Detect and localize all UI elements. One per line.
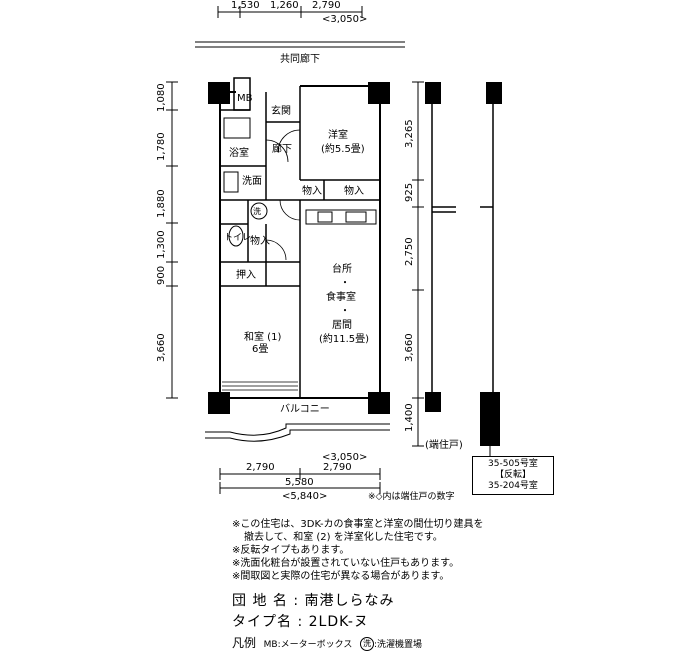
ldk-label-3: 食事室: [326, 290, 356, 303]
youshitsu-label: 洋室: [328, 128, 348, 141]
wash-basin: [223, 171, 239, 193]
type-row: タイプ名 : 2LDK-ヌ: [232, 611, 369, 631]
legend-title: 凡例: [232, 636, 257, 650]
note-5: ※間取図と実際の住宅が異なる場合があります。: [232, 571, 450, 582]
dim-left-6: 3,660: [156, 333, 167, 362]
oshiire-label: 押入: [236, 268, 256, 281]
unit-line-3: 35-204号室: [488, 481, 538, 491]
washer-symbol-icon: [250, 202, 268, 220]
bottom-dimension-lines: [219, 468, 381, 494]
balcony-rail: [205, 423, 390, 442]
danchi-value: 南港しらなみ: [304, 593, 395, 609]
column-right-2b: [480, 392, 500, 446]
type-label: タイプ名: [232, 614, 292, 630]
legend: 凡例 MB:メーターボックス 洗:洗濯機置場: [232, 634, 422, 651]
column-top-right: [368, 82, 390, 104]
dim-mid-3: 2,750: [404, 237, 415, 266]
dim-bottom-total: 5,580: [285, 477, 314, 488]
dim-left-5: 900: [156, 266, 167, 285]
dim-top-alt: <3,050>: [322, 14, 367, 25]
ldk-label-1: 台所: [332, 262, 352, 275]
column-bottom-right: [368, 392, 390, 414]
column-right-2a: [425, 392, 441, 412]
column-right-1b: [486, 82, 502, 104]
ldk-label-4: ・: [340, 306, 350, 317]
unit-line-1: 35-505号室: [488, 459, 538, 469]
monoire-3-label: 物入: [250, 234, 270, 247]
unit-line-2: 【反転】: [494, 470, 531, 480]
youshitsu-size: (約5.5畳): [321, 142, 365, 155]
floor-plan: 1,530 1,260 2,790 <3,050> 共同廊下 1,080 1,7…: [156, 0, 502, 502]
toilet-label: トイレ: [224, 233, 251, 243]
top-dimension-line: [217, 6, 363, 18]
yokushitsu-label: 浴室: [229, 146, 249, 159]
dim-left-2: 1,780: [156, 132, 167, 161]
mb-label: MB: [237, 93, 253, 104]
dim-left-1: 1,080: [156, 83, 167, 112]
legend-washer-icon: 洗: [360, 636, 374, 651]
washer-symbol-text: 洗: [253, 206, 261, 216]
rouka-label: 廊下: [272, 142, 292, 155]
dim-bottom-total-alt: <5,840>: [282, 491, 327, 502]
middle-dimension-line: [412, 81, 424, 447]
ldk-size: (約11.5畳): [319, 332, 369, 345]
dim-mid-5: 1,400: [404, 403, 415, 432]
kitchen-sink: [317, 211, 333, 223]
dim-mid-1: 3,265: [404, 119, 415, 148]
end-unit-label: (端住戸): [425, 438, 463, 451]
dim-top-3: 2,790: [312, 0, 341, 11]
legend-mb-item: MB:メーターボックス: [263, 640, 353, 650]
note-2: 撤去して、和室 (2) を洋室化した住宅です。: [244, 532, 443, 543]
type-sep: :: [297, 614, 304, 630]
tatami-lines: [222, 381, 298, 391]
note-3: ※反転タイプもあります。: [232, 545, 350, 556]
dim-top-2: 1,260: [270, 0, 299, 11]
monoire-2-label: 物入: [344, 184, 364, 197]
monoire-1-label: 物入: [302, 184, 322, 197]
column-right-1a: [425, 82, 441, 104]
end-unit-wall: [431, 82, 494, 398]
dim-bottom-2: 2,790: [323, 462, 352, 473]
kitchen-counter: [305, 209, 377, 225]
dim-bottom-alt: <3,050>: [322, 452, 367, 463]
column-bottom-left: [208, 392, 230, 414]
danchi-row: 団 地 名 : 南港しらなみ: [232, 590, 395, 610]
dim-left-3: 1,880: [156, 189, 167, 218]
dim-note: ※◇内は端住戸の数字: [368, 490, 454, 502]
senmen-label: 洗面: [242, 175, 262, 187]
unit-number-box: 35-505号室 【反転】 35-204号室: [472, 456, 554, 495]
dim-left-4: 1,300: [156, 230, 167, 259]
dim-top-1: 1,530: [231, 0, 260, 11]
corridor-label: 共同廊下: [280, 52, 320, 65]
washitsu-size: 6畳: [252, 343, 268, 355]
balcony-label: バルコニー: [280, 403, 330, 415]
ldk-label-5: 居間: [332, 319, 352, 331]
danchi-label: 団 地 名: [232, 593, 288, 609]
dim-bottom-1: 2,790: [246, 462, 275, 473]
dim-mid-4: 3,660: [404, 333, 415, 362]
genkan-label: 玄関: [271, 104, 291, 117]
door-swings: [265, 129, 301, 261]
note-4: ※洗面化粧台が設置されていない住戸もあります。: [232, 558, 460, 569]
danchi-sep: :: [293, 593, 300, 609]
interior-walls: [220, 77, 380, 398]
toilet-fixture: [228, 225, 244, 247]
note-1: ※この住宅は、3DK-カの食事室と洋室の間仕切り建具を: [232, 519, 484, 530]
bathtub: [223, 117, 251, 139]
kitchen-stove: [345, 211, 367, 223]
dim-mid-2: 925: [404, 183, 415, 202]
common-corridor-lines: [195, 41, 405, 48]
type-value: 2LDK-ヌ: [308, 614, 369, 630]
left-dimension-line: [166, 81, 178, 399]
column-top-left: [208, 82, 230, 104]
washitsu-label: 和室 (1): [244, 330, 281, 343]
legend-wash-item: :洗濯機置場: [374, 640, 423, 650]
ldk-label-2: ・: [340, 278, 350, 289]
